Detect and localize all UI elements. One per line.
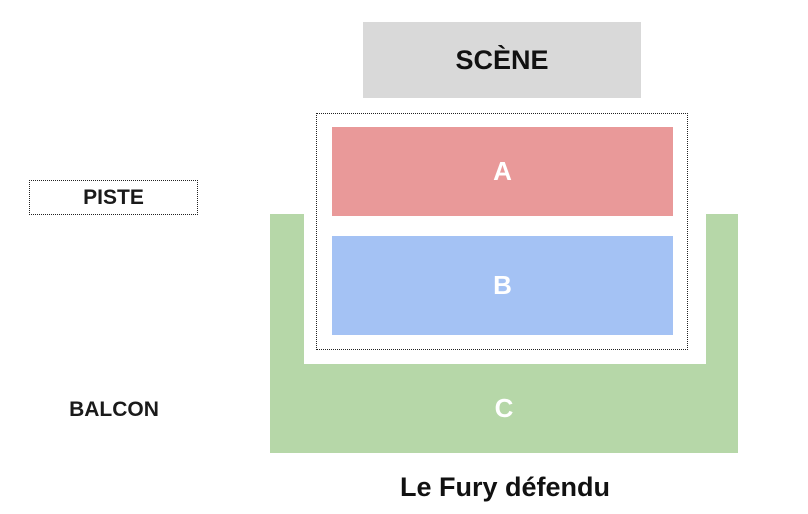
zone-a-label: A <box>493 156 512 186</box>
stage-label: SCÈNE <box>455 44 549 75</box>
legend-piste: PISTE <box>29 180 198 215</box>
legend-balcon: BALCON <box>30 394 198 426</box>
stage-block: SCÈNE <box>363 22 641 98</box>
legend-piste-label: PISTE <box>83 185 144 209</box>
zone-b[interactable]: B <box>332 236 673 335</box>
legend-balcon-label: BALCON <box>69 398 159 421</box>
venue-title: Le Fury défendu <box>330 468 680 506</box>
zone-c[interactable]: C <box>270 364 738 453</box>
zone-c-label: C <box>494 393 514 423</box>
zone-a[interactable]: A <box>332 127 673 216</box>
venue-title-text: Le Fury défendu <box>399 471 610 502</box>
zone-b-label: B <box>493 270 512 300</box>
pit-area-frame <box>316 113 688 350</box>
